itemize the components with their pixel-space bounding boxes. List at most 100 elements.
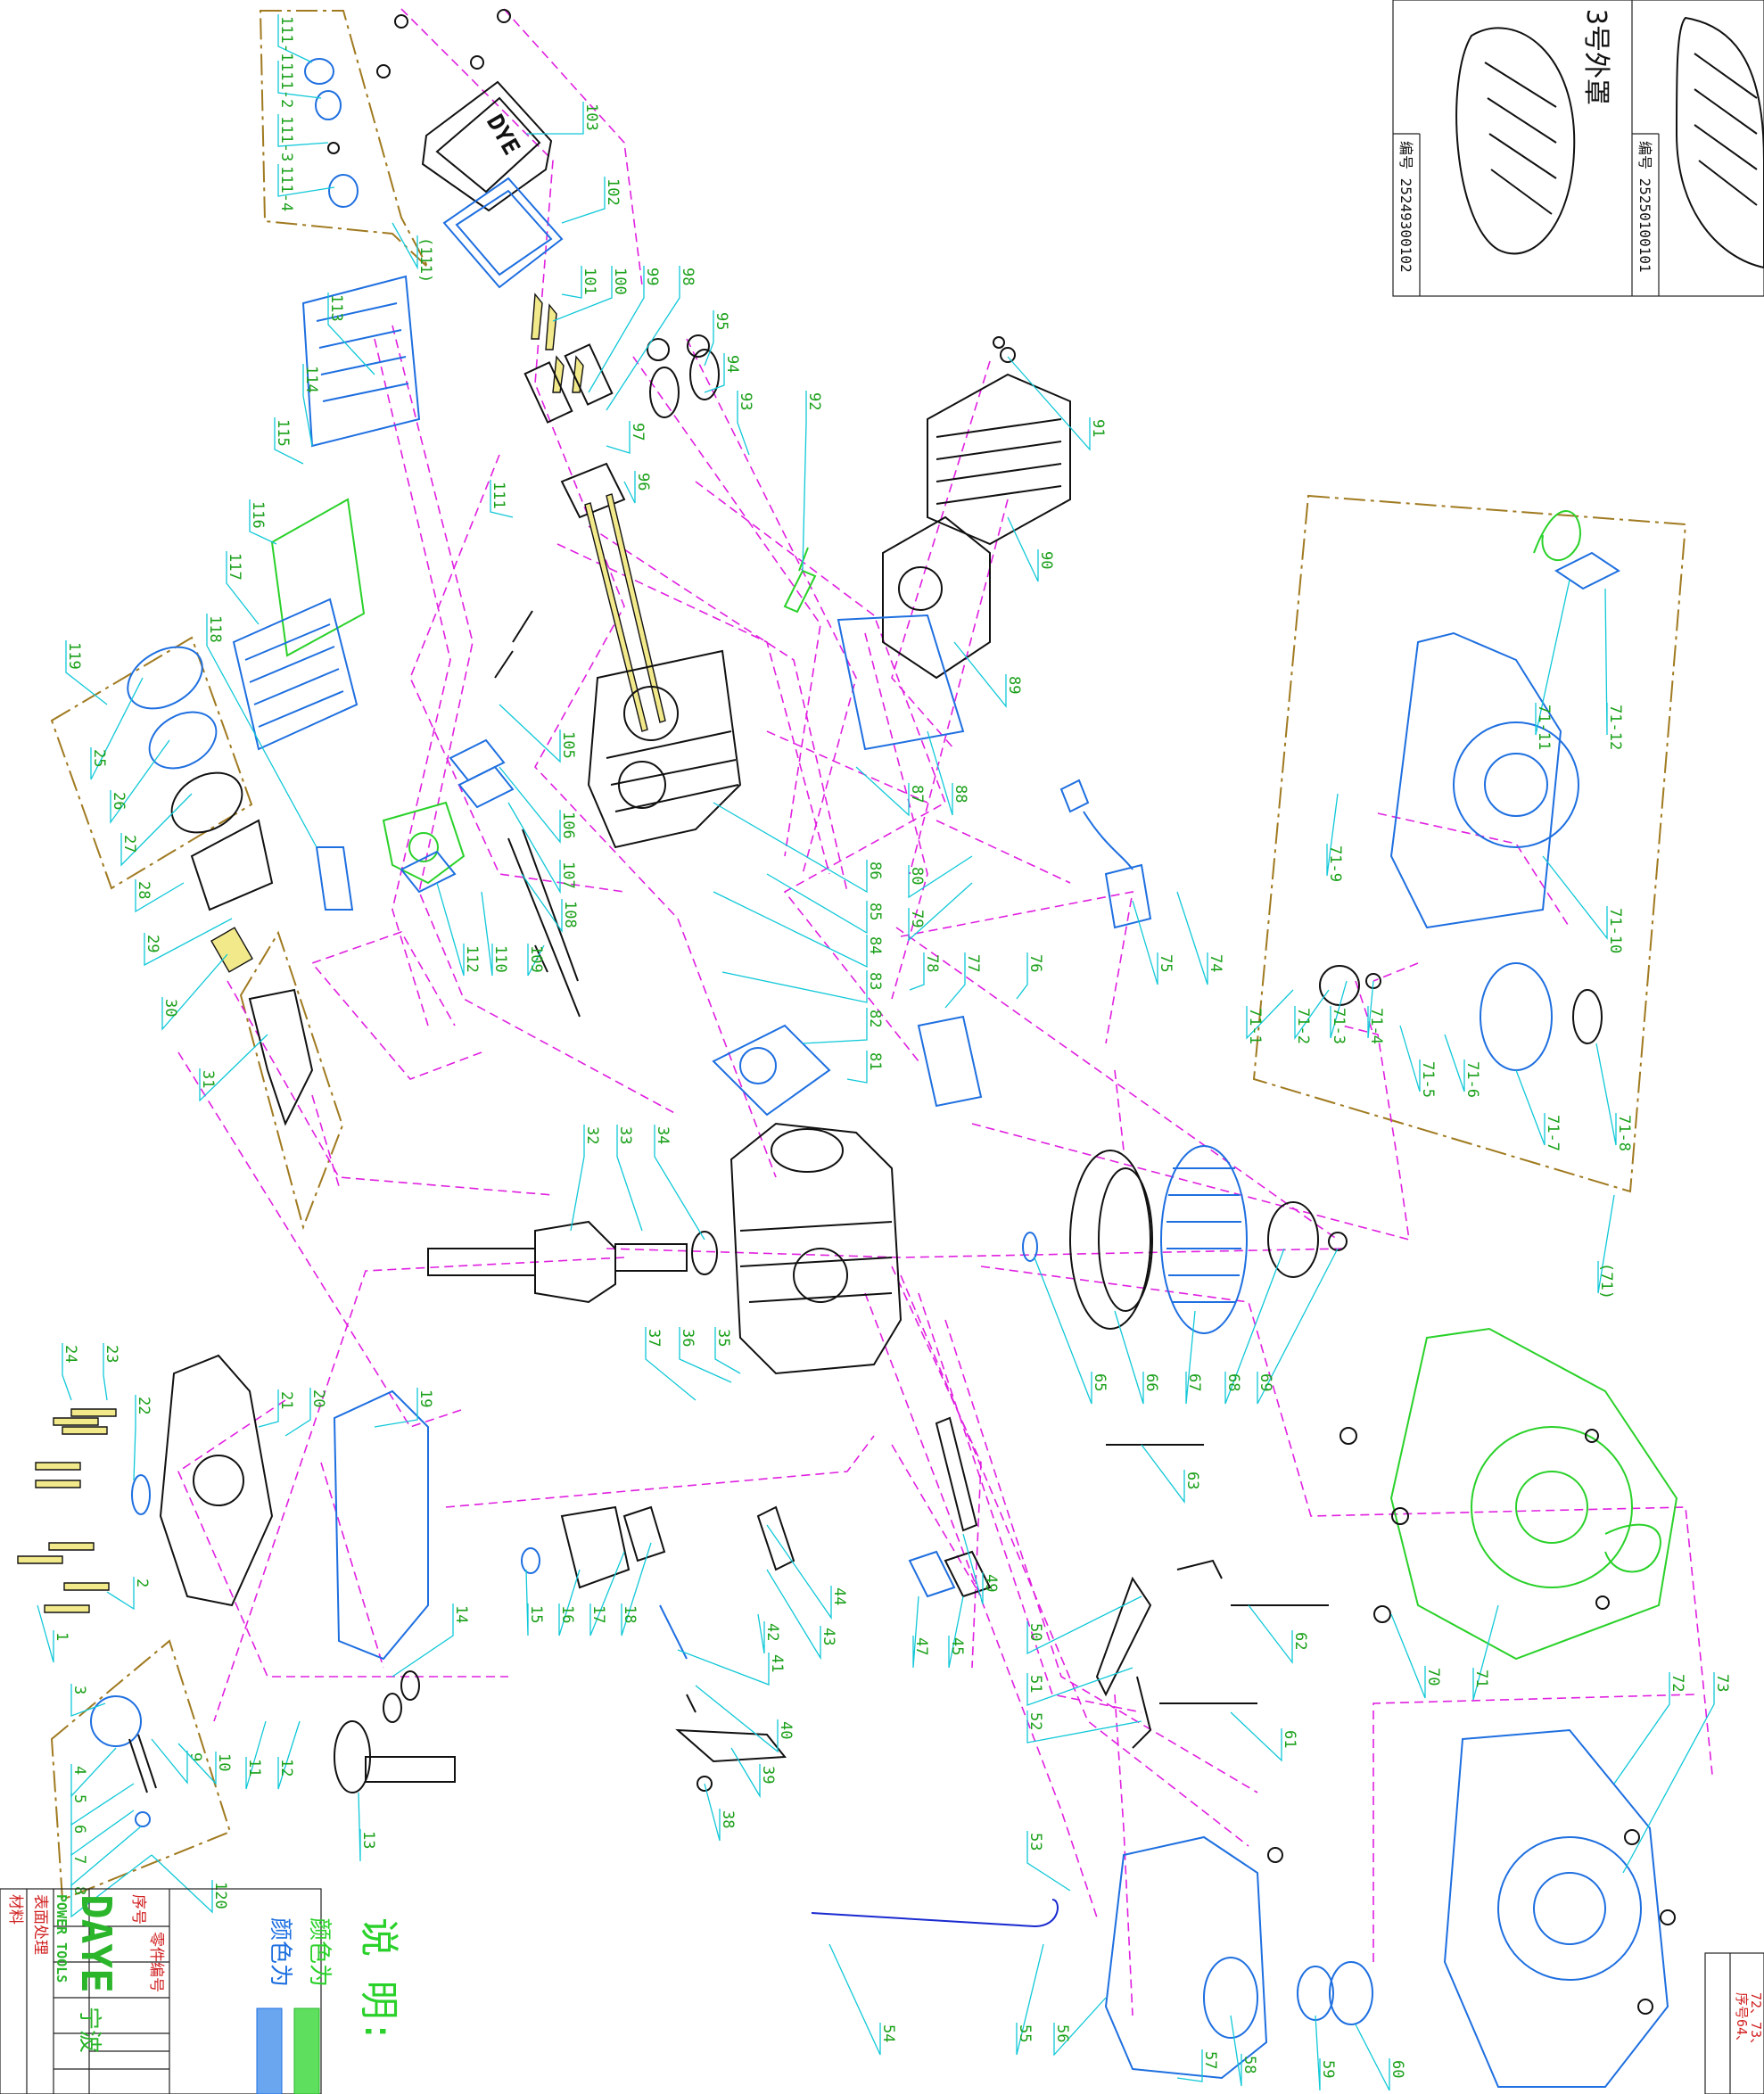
callout-label: 36 (679, 1329, 697, 1347)
callout-label: 17 (589, 1605, 607, 1623)
part-no-column-label: 零件编号 (147, 1932, 165, 1992)
callout-leader (1315, 2015, 1321, 2091)
callout-label: 4 (70, 1766, 88, 1775)
callout-label: 71-5 (1419, 1061, 1437, 1098)
callout-leader (110, 739, 170, 825)
callout-leader (766, 1569, 821, 1661)
callout-leader (757, 1613, 765, 1654)
valve-cover: DYE (421, 80, 553, 212)
callout-leader (249, 499, 277, 545)
callout-label: 23 (103, 1345, 120, 1363)
callout-label: 63 (1183, 1472, 1201, 1489)
callout-leader (199, 1034, 268, 1102)
callout-label: 78 (923, 954, 941, 972)
callout-label: 72 (1669, 1674, 1686, 1692)
callout-label: 71-4 (1367, 1008, 1385, 1044)
callout-leader (721, 970, 868, 1003)
callout-label: 77 (964, 954, 982, 972)
callout-label: 37 (645, 1329, 663, 1347)
callout-label: 71-10 (1606, 908, 1624, 953)
callout-leader (1326, 793, 1339, 877)
callout-leader (1230, 1711, 1282, 1762)
group-frames (50, 10, 1687, 1901)
callout-leader (245, 1720, 267, 1790)
callout-leader (151, 1854, 213, 1914)
callout-label: 49 (982, 1574, 1000, 1592)
oil-seal-22 (131, 1474, 151, 1515)
callout-label: 35 (714, 1329, 732, 1347)
callout-label: 71-1 (1246, 1008, 1264, 1044)
callout-leader (525, 1569, 529, 1636)
callout-leader (606, 266, 680, 411)
cylinder-gasket (712, 1024, 831, 1117)
callout-label: 14 (452, 1605, 470, 1623)
callout-label: 71-6 (1463, 1061, 1481, 1098)
callout-leader (103, 1343, 108, 1401)
callout-leader (274, 417, 304, 465)
crankcase-cover (159, 1354, 429, 1661)
callout-leader (1257, 1248, 1339, 1405)
callout-leader (177, 1743, 217, 1785)
outer-shroud (1443, 1728, 1669, 2088)
callout-leader (737, 391, 750, 456)
callout-label: 29 (144, 935, 161, 952)
callout-leader (679, 1327, 732, 1383)
callout-leader (120, 793, 193, 867)
callout-leader (645, 1327, 697, 1401)
callout-leader (277, 164, 335, 197)
callout-label: 99 (643, 268, 661, 285)
callout-leader (1053, 1997, 1107, 2057)
callout-leader (1248, 1604, 1293, 1664)
callout-leader (206, 614, 317, 848)
recoil-starter-group (1319, 510, 1620, 1071)
callout-label: 18 (621, 1605, 639, 1623)
callout-leader (358, 1792, 361, 1862)
callout-label: 11 (245, 1759, 263, 1777)
callout-label: 111-1 (277, 16, 295, 62)
callout-leader (1141, 1444, 1185, 1504)
callout-leader (481, 891, 493, 977)
callout-label: 3 (70, 1686, 88, 1694)
callout-leader (1472, 1604, 1499, 1701)
callout-label: 13 (359, 1831, 377, 1849)
callout-label: (111) (416, 237, 434, 283)
group-frame-111 (259, 10, 429, 268)
callout-leader (507, 802, 561, 894)
callout-leader (561, 266, 582, 299)
fuel-tank (1104, 1835, 1373, 2080)
callout-label: 107 (559, 862, 577, 889)
callout-leader (588, 266, 645, 393)
callout-label: 51 (1026, 1675, 1044, 1693)
callout-leader (106, 1577, 135, 1611)
callout-label: 2 (133, 1579, 151, 1587)
callout-leader (616, 1125, 643, 1232)
spark-plug (783, 547, 817, 614)
callout-label: 97 (629, 423, 647, 441)
callout-leader (714, 1327, 741, 1374)
group-frame-31 (239, 930, 344, 1231)
cover-2-code: 编号 25250100101 (1636, 141, 1653, 273)
parts: DYE (17, 9, 1678, 2088)
callout-leader (1515, 1069, 1546, 1146)
callout-leader (1390, 1613, 1426, 1699)
callout-label: 114 (302, 366, 320, 393)
callout-label: 117 (226, 553, 243, 581)
callout-leader (436, 882, 465, 977)
callout-label: 15 (527, 1605, 545, 1623)
callout-leader (527, 944, 545, 977)
callout-leader (704, 1783, 721, 1842)
air-filter-box (232, 275, 421, 911)
nuts (1267, 1427, 1676, 2015)
callout-leader (1294, 989, 1330, 1041)
callout-leader (677, 1649, 770, 1686)
callout-leader (490, 480, 514, 518)
callout-label: 101 (581, 268, 598, 295)
callout-leader (392, 1603, 454, 1678)
fan-cover (1389, 1327, 1678, 1661)
callout-leader (37, 1604, 54, 1663)
callout-leader (704, 310, 714, 367)
callout-leader (392, 222, 418, 270)
callout-label: 89 (1005, 676, 1023, 694)
muffler (882, 336, 1071, 680)
